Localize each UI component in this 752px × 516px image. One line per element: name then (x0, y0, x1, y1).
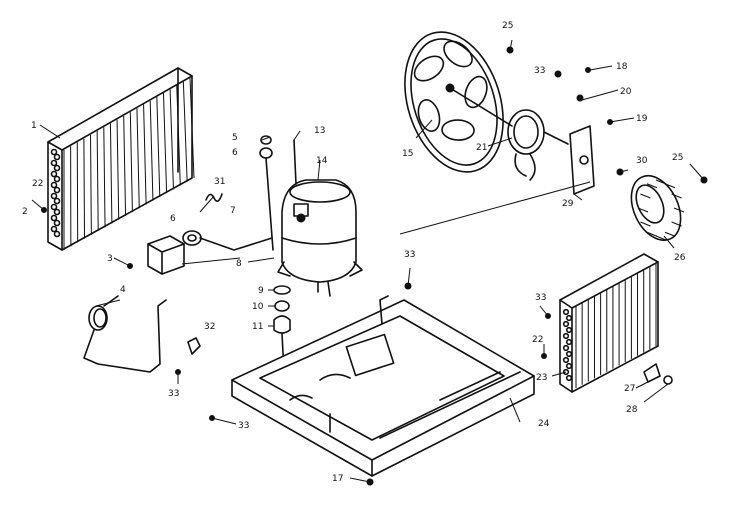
evaporator-coil (559, 253, 673, 393)
callout-32: 32 (204, 322, 215, 332)
motor-bracket (569, 125, 595, 195)
base-pan (231, 295, 535, 477)
callout-3: 3 (107, 254, 113, 264)
callout-25b: 25 (672, 153, 683, 163)
callout-19: 19 (636, 114, 648, 124)
callout-8: 8 (236, 259, 242, 269)
callout-10: 10 (252, 302, 264, 312)
callout-33-right: 33 (535, 293, 546, 303)
callout-22b: 22 (532, 335, 543, 345)
rod-fittings (259, 135, 274, 251)
callout-13: 13 (314, 126, 325, 136)
callout-33-bottom: 33 (238, 421, 249, 431)
callout-25a: 25 (502, 21, 513, 31)
callout-6: 6 (232, 148, 238, 158)
callout-21: 21 (476, 143, 487, 153)
callout-28: 28 (626, 405, 638, 415)
wire-clip (205, 193, 223, 202)
callout-26: 26 (674, 253, 686, 263)
callout-6b: 6 (170, 214, 176, 224)
callout-22: 22 (32, 179, 43, 189)
callout-5: 5 (232, 133, 238, 143)
callout-30: 30 (636, 156, 648, 166)
grommet-stack (273, 285, 291, 373)
callout-15: 15 (402, 149, 413, 159)
compressor (277, 139, 363, 297)
condenser-coil (47, 67, 195, 251)
callout-labels: 1 22 2 3 4 5 6 7 6 8 31 13 14 9 10 11 32… (22, 21, 686, 484)
callout-17: 17 (332, 474, 343, 484)
callout-14: 14 (316, 156, 328, 166)
blower-wheel (630, 175, 685, 241)
callout-31: 31 (214, 177, 225, 187)
callout-9: 9 (258, 286, 264, 296)
callout-29: 29 (562, 199, 574, 209)
fan-motor (449, 87, 569, 181)
callout-18: 18 (616, 62, 628, 72)
callout-23: 23 (536, 373, 547, 383)
capillary-tube (83, 295, 167, 373)
callout-33-top: 33 (534, 66, 545, 76)
callout-33-left: 33 (168, 389, 179, 399)
fan-blade (404, 31, 504, 173)
callout-2: 2 (22, 207, 28, 217)
callout-27: 27 (624, 384, 635, 394)
callout-1: 1 (31, 121, 37, 131)
callout-4: 4 (120, 285, 126, 295)
callout-33-center: 33 (404, 250, 415, 260)
callout-24: 24 (538, 419, 550, 429)
callout-7: 7 (230, 206, 236, 216)
callout-20: 20 (620, 87, 632, 97)
capacitor-assembly (147, 230, 273, 275)
bracket-32 (187, 337, 201, 355)
callout-11: 11 (252, 322, 263, 332)
leader-lines (31, 39, 705, 483)
